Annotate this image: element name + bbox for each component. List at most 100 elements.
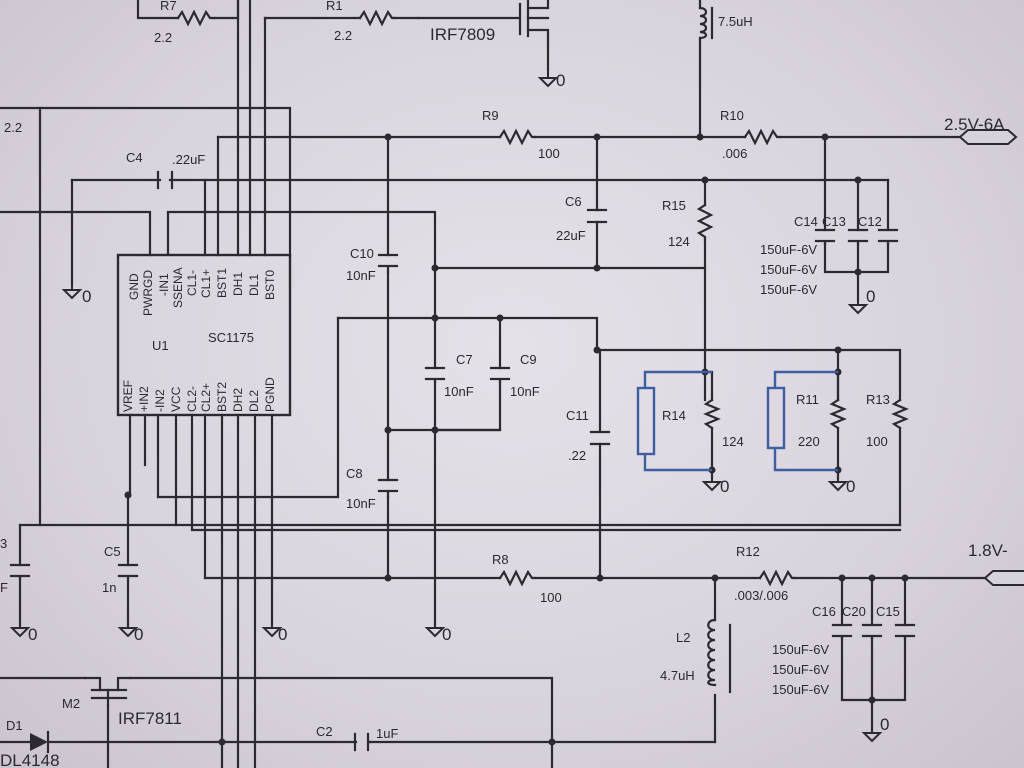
output-port-1v8: [983, 570, 1024, 586]
u1-pin-label: VCC: [169, 386, 183, 412]
u1-pin-label: SSENA: [171, 267, 185, 308]
r9-ref: R9: [482, 108, 499, 123]
capacitor-c11: [589, 430, 611, 446]
r11-value: 220: [798, 434, 820, 449]
m2-part: IRF7811: [118, 709, 182, 728]
c11-ref: C11: [566, 408, 589, 423]
ground-label: 0: [556, 71, 565, 90]
capacitor-c14: [814, 228, 836, 246]
ground-label: 0: [82, 287, 91, 306]
c7-ref: C7: [456, 352, 473, 367]
c2-value: 1uF: [376, 726, 398, 741]
u1-ref: U1: [152, 338, 169, 353]
u1-pin-label: -IN1: [157, 273, 171, 296]
c9-value: 10nF: [510, 384, 540, 399]
r9-value: 100: [538, 146, 560, 161]
ground-label: 0: [442, 625, 451, 644]
r1-value: 2.2: [334, 28, 352, 43]
q1-part: IRF7809: [430, 25, 495, 44]
u1-bottom-pin-labels: VREF +IN2 -IN2 VCC CL2- CL2+ BST2 DH2 DL…: [121, 377, 277, 412]
r15-ref: R15: [662, 198, 686, 213]
c14-ref: C14: [794, 214, 818, 229]
u1-pin-label: DL2: [247, 390, 261, 412]
capacitor-c2: [353, 732, 372, 752]
c15-ref: C15: [876, 604, 900, 619]
c6-ref: C6: [565, 194, 582, 209]
capacitor-c4: [156, 170, 174, 190]
c8-ref: C8: [346, 466, 363, 481]
r15-value: 124: [668, 234, 690, 249]
resistor-r15: [696, 203, 714, 242]
ic-u1: [116, 253, 292, 417]
u1-top-pin-labels: GND PWRGD -IN1 SSENA CL1- CL1+ BST1 DH1 …: [127, 267, 277, 316]
ground-icon: [827, 478, 849, 492]
ground-label: 0: [278, 625, 287, 644]
u1-pin-label: GND: [127, 273, 141, 300]
c10-value: 10nF: [346, 268, 376, 283]
resistor-r7: [176, 9, 216, 27]
d1-part: DL4148: [0, 751, 60, 768]
ground-label: 0: [720, 477, 729, 496]
u1-pin-label: DL1: [247, 274, 261, 296]
capacitor-c-left: [9, 563, 31, 580]
ground-icon: [424, 625, 446, 638]
c13-ref: C13: [822, 214, 846, 229]
m2-ref: M2: [62, 696, 80, 711]
c5-value: 1n: [102, 580, 116, 595]
capacitor-c20: [861, 623, 883, 640]
caps-out2-value-2: 150uF-6V: [772, 662, 829, 677]
resistor-r11: [829, 398, 847, 430]
u1-pin-label: CL2-: [185, 386, 199, 412]
r13-value: 100: [866, 434, 888, 449]
c-left-ref: 3: [0, 536, 7, 551]
resistor-r9: [498, 128, 537, 146]
c12-ref: C12: [858, 214, 882, 229]
resistor-r8: [498, 569, 537, 587]
output-label-1v8: 1.8V-: [968, 541, 1008, 560]
u1-pin-label: BST0: [263, 270, 277, 300]
ground-label: 0: [866, 287, 875, 306]
r11-ref: R11: [796, 392, 819, 407]
ground-label: 0: [880, 715, 889, 734]
ground-icon: [847, 300, 869, 315]
blue-resistor-r11: [766, 370, 838, 472]
diode-d1: [30, 730, 50, 754]
capacitor-c5: [117, 563, 139, 580]
mosfet-m2: [83, 676, 132, 707]
capacitor-c16: [831, 623, 853, 640]
c4-value: .22uF: [172, 152, 205, 167]
capacitor-c6: [586, 208, 608, 224]
capacitor-c9: [489, 366, 511, 384]
ground-symbols: [9, 70, 883, 743]
u1-pin-label: -IN2: [153, 389, 167, 412]
c6-value: 22uF: [556, 228, 586, 243]
inductor-l2: [707, 618, 732, 694]
resistor-r10: [743, 128, 782, 146]
ground-icon: [117, 625, 139, 638]
r8-ref: R8: [492, 552, 509, 567]
c4-ref: C4: [126, 150, 143, 165]
r7-ref: R7: [160, 0, 177, 13]
r13-ref: R13: [866, 392, 890, 407]
u1-pin-label: DH2: [231, 388, 245, 412]
wires: [0, 0, 987, 768]
u1-pin-label: PGND: [263, 377, 277, 412]
caps-out1-value-1: 150uF-6V: [760, 242, 817, 257]
u1-pin-label: BST1: [215, 268, 229, 298]
r8-value: 100: [540, 590, 562, 605]
u1-pin-label: +IN2: [137, 386, 151, 412]
d1-ref: D1: [6, 718, 23, 733]
r12-ref: R12: [736, 544, 760, 559]
ground-icon: [537, 70, 559, 88]
ground-icon: [9, 625, 31, 638]
mosfet-q1: [416, 0, 550, 72]
c-left-value: F: [0, 580, 8, 595]
capacitor-c10: [377, 253, 399, 274]
capacitor-c7: [424, 366, 446, 384]
ground-label: 0: [134, 625, 143, 644]
r10-value: .006: [722, 146, 747, 161]
ground-icon: [61, 285, 83, 300]
u1-pin-label: CL2+: [199, 383, 213, 412]
